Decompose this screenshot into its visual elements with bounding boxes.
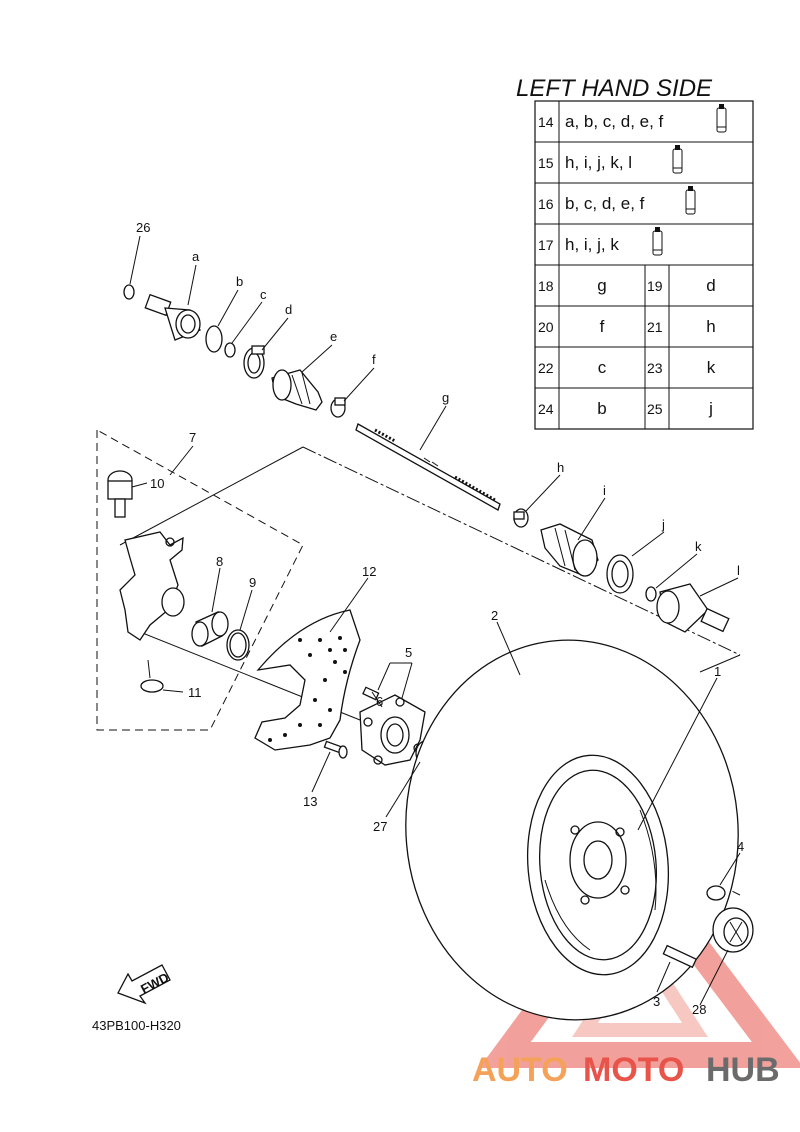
drawing-code: 43PB100-H320 bbox=[92, 1018, 181, 1033]
nut-4 bbox=[706, 885, 726, 901]
circlip-26 bbox=[123, 284, 135, 300]
leader-lines bbox=[129, 235, 741, 1006]
hub-cap-28 bbox=[712, 907, 754, 953]
brake-disc-guard-12 bbox=[254, 609, 361, 751]
knuckle-group-box bbox=[96, 429, 304, 731]
callout-7: 7 bbox=[189, 430, 196, 445]
callout-2: 2 bbox=[491, 608, 498, 623]
table-row-21-value: h bbox=[706, 317, 715, 336]
table-row-16-num: 16 bbox=[538, 196, 554, 212]
grease-tube-icon bbox=[672, 145, 683, 174]
ball-joint-10 bbox=[107, 470, 133, 518]
table-row-22-value: c bbox=[598, 358, 607, 377]
callout-b: b bbox=[236, 274, 243, 289]
callout-l: l bbox=[737, 563, 740, 578]
table-row-14-text: a, b, c, d, e, f bbox=[565, 112, 664, 131]
watermark-text-auto: AUTO bbox=[472, 1051, 568, 1089]
table-row-25-num: 25 bbox=[647, 401, 663, 417]
watermark-text: AUTO MOTO HUB bbox=[472, 1051, 780, 1089]
table-row-17-num: 17 bbox=[538, 237, 554, 253]
knuckle bbox=[119, 531, 185, 641]
callout-3: 3 bbox=[653, 994, 660, 1009]
table-row-15-text: h, i, j, k, l bbox=[565, 153, 632, 172]
table-row-25-value: j bbox=[708, 399, 713, 418]
circlip-9 bbox=[226, 629, 250, 661]
band-d bbox=[243, 345, 265, 379]
callout-j: j bbox=[661, 517, 665, 532]
table-row-23-value: k bbox=[707, 358, 716, 377]
callout-i: i bbox=[603, 483, 606, 498]
table-row-20-num: 20 bbox=[538, 319, 554, 335]
watermark-text-moto: MOTO bbox=[583, 1051, 684, 1089]
callout-e: e bbox=[330, 329, 337, 344]
callout-12: 12 bbox=[362, 564, 376, 579]
callout-28: 28 bbox=[692, 1002, 706, 1017]
cv-joint-a bbox=[144, 293, 201, 341]
watermark-text-hub: HUB bbox=[706, 1051, 780, 1089]
table-title: LEFT HAND SIDE bbox=[516, 75, 713, 102]
band-h bbox=[513, 508, 529, 528]
wheel-hub-5 bbox=[359, 694, 426, 766]
table-row-14-num: 14 bbox=[538, 114, 554, 130]
shaft-g bbox=[355, 423, 501, 511]
callout-9: 9 bbox=[249, 575, 256, 590]
fwd-label: FWD bbox=[138, 970, 171, 997]
fwd-arrow-icon: FWD bbox=[117, 964, 171, 1005]
callout-a: a bbox=[192, 249, 200, 264]
table-row-15-num: 15 bbox=[538, 155, 554, 171]
table-row-24-value: b bbox=[597, 399, 606, 418]
callout-26: 26 bbox=[136, 220, 150, 235]
callout-8: 8 bbox=[216, 554, 223, 569]
wheel-tire-2 bbox=[405, 639, 739, 1021]
band-f bbox=[330, 397, 346, 418]
grease-tube-icon bbox=[652, 227, 663, 256]
callout-10: 10 bbox=[150, 476, 164, 491]
stud-bolt-3 bbox=[662, 944, 698, 969]
boot-i bbox=[540, 523, 599, 577]
boot-e bbox=[271, 369, 323, 411]
callout-6: 6 bbox=[376, 694, 383, 709]
grease-tube-icon bbox=[685, 186, 696, 215]
circlip-k bbox=[645, 586, 657, 602]
table-row-17-text: h, i, j, k bbox=[565, 235, 619, 254]
callout-c: c bbox=[260, 287, 267, 302]
table-row-16-text: b, c, d, e, f bbox=[565, 194, 645, 213]
callouts: 26 a b c d e f g h i j k l 7 10 8 9 12 1… bbox=[136, 220, 744, 1017]
table-row-20-value: f bbox=[600, 317, 605, 336]
bearing-8 bbox=[191, 611, 229, 647]
callout-f: f bbox=[372, 352, 376, 367]
table-row-23-num: 23 bbox=[647, 360, 663, 376]
table-row-18-value: g bbox=[597, 276, 606, 295]
left-hand-side-table: LEFT HAND SIDE 14 a, b, c, d, e, f 15 h,… bbox=[516, 75, 754, 430]
callout-4: 4 bbox=[737, 839, 744, 854]
table-row-21-num: 21 bbox=[647, 319, 663, 335]
callout-11: 11 bbox=[188, 685, 202, 700]
callout-h: h bbox=[557, 460, 564, 475]
callout-g: g bbox=[442, 390, 449, 405]
callout-d: d bbox=[285, 302, 292, 317]
o-ring-b bbox=[205, 325, 223, 353]
band-j bbox=[606, 554, 634, 594]
circlip-11 bbox=[140, 679, 164, 693]
circlip-c bbox=[224, 342, 236, 358]
table-row-22-num: 22 bbox=[538, 360, 554, 376]
callout-13: 13 bbox=[303, 794, 317, 809]
table-row-24-num: 24 bbox=[538, 401, 554, 417]
cv-joint-l bbox=[656, 583, 730, 633]
table-row-19-value: d bbox=[706, 276, 715, 295]
callout-27: 27 bbox=[373, 819, 387, 834]
callout-k: k bbox=[695, 539, 702, 554]
callout-5: 5 bbox=[405, 645, 412, 660]
bolt-13 bbox=[323, 740, 348, 759]
callout-1: 1 bbox=[714, 664, 721, 679]
grease-tube-icon bbox=[716, 104, 727, 133]
table-row-19-num: 19 bbox=[647, 278, 663, 294]
table-row-18-num: 18 bbox=[538, 278, 554, 294]
